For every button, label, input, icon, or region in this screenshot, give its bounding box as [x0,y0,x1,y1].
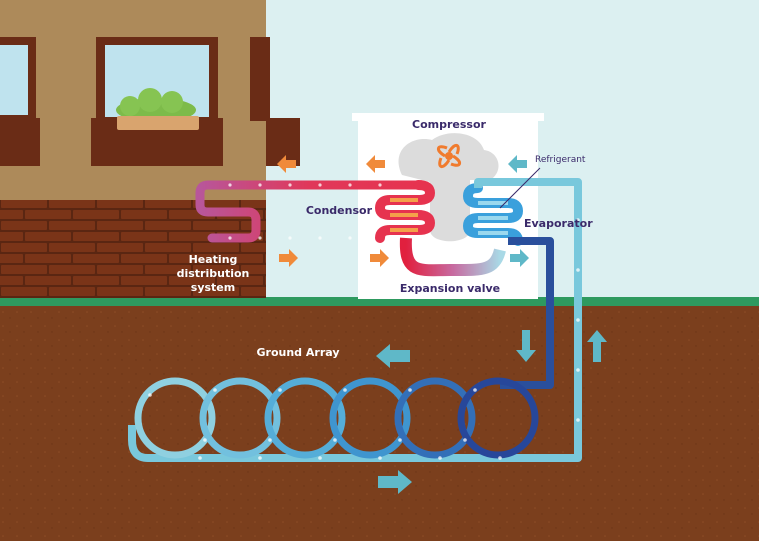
arrow-right-icon [510,249,529,267]
compressor-label: Compressor [412,118,487,131]
evaporator-coil-inner [478,201,508,235]
heating-label-line2: distribution [177,267,250,280]
ground-soil [0,304,759,541]
compressor [398,133,499,242]
evaporator-label: Evaporator [524,217,593,230]
condenser-coil [374,180,436,243]
arrow-left-icon [366,155,385,173]
ground-array-loops [134,377,539,459]
arrow-left-icon [376,344,410,368]
arrow-left-icon [277,155,296,173]
window-plant-bush [120,96,140,116]
ground-array-label: Ground Array [257,346,340,359]
window-planter [117,116,199,130]
expansion-valve-label: Expansion valve [400,282,500,295]
evaporator-coil [462,183,524,246]
ground-loop [134,377,216,459]
ground-loop [394,377,476,459]
window-plant-bush [161,91,183,113]
arrow-right-icon [378,470,412,494]
arrow-right-icon [370,249,389,267]
ground-loop [457,377,539,459]
arrow-up-icon [587,330,607,362]
expansion-valve-pipe [399,237,506,277]
window-left-sill [0,118,40,166]
arrow-down-icon [516,330,536,362]
ground-loop [199,377,281,459]
house [0,0,300,298]
arrow-left-icon [508,155,527,173]
window-right-frame [250,37,270,121]
ground-supply-pipe [500,237,554,389]
ground-loop [329,377,411,459]
heating-label-line1: Heating [189,253,238,266]
refrigerant-pointer [499,167,541,209]
flow-dots [148,183,580,460]
refrigerant-label: Refrigerant [535,155,586,165]
window-left-glass [0,45,28,115]
grass-strip [0,297,759,306]
condenser-coil-inner [390,198,418,232]
condensor-label: Condensor [306,204,373,217]
heating-label-line3: system [191,281,235,294]
ground-loop [264,377,346,459]
window-plant-bush [138,88,162,112]
arrow-right-icon [279,249,298,267]
compressor-fan-icon [437,144,461,168]
heat-pump-top-lip [352,113,544,121]
